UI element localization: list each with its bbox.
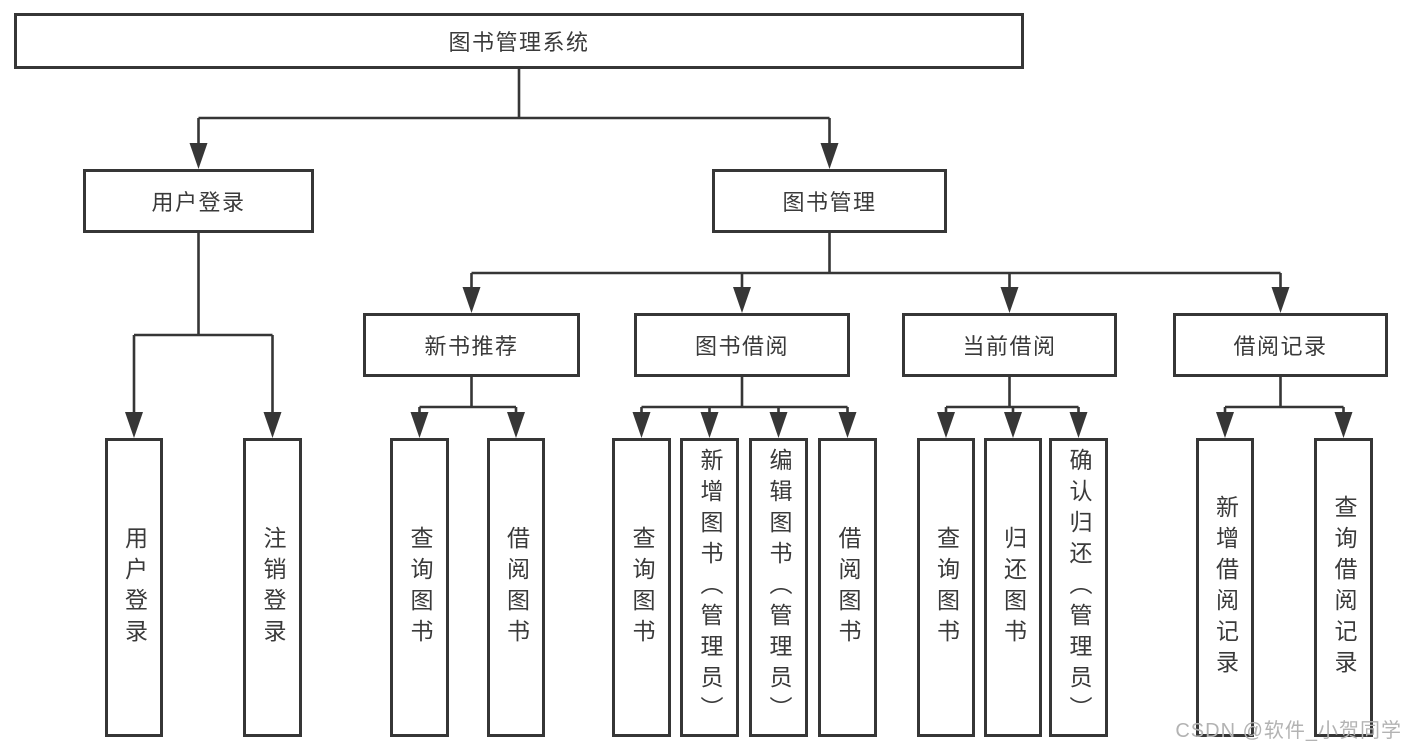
leaf-records-add-borrow-record-label: 新增借阅记录 — [1212, 494, 1239, 681]
leaf-borrowing-edit-books-admin-label: 编辑图书（管理员） — [766, 448, 792, 727]
leaf-records-add-borrow-record: 新增借阅记录 — [1196, 438, 1254, 737]
leaf-borrowing-query-books-label: 查询图书 — [629, 525, 655, 650]
node-book-borrowing-label: 图书借阅 — [694, 334, 789, 359]
node-borrowing-records-label: 借阅记录 — [1233, 334, 1328, 359]
node-library-management-system: 图书管理系统 — [14, 13, 1024, 69]
leaf-recommend-query-books-label: 查询图书 — [407, 525, 433, 650]
leaf-borrowing-borrow-books: 借阅图书 — [818, 438, 877, 737]
leaf-recommend-query-books: 查询图书 — [390, 438, 449, 737]
node-book-management: 图书管理 — [712, 169, 947, 233]
leaf-borrowing-query-books: 查询图书 — [612, 438, 671, 737]
leaf-current-return-books-label: 归还图书 — [1000, 525, 1027, 650]
leaf-logout: 注销登录 — [243, 438, 302, 737]
node-new-book-recommendation-label: 新书推荐 — [424, 334, 519, 359]
leaf-borrowing-add-books-admin-label: 新增图书（管理员） — [697, 448, 723, 727]
node-borrowing-records: 借阅记录 — [1173, 313, 1388, 377]
leaf-borrowing-edit-books-admin: 编辑图书（管理员） — [749, 438, 808, 737]
leaf-user-login: 用户登录 — [105, 438, 163, 737]
node-library-management-system-label: 图书管理系统 — [448, 30, 590, 55]
node-user-login: 用户登录 — [83, 169, 314, 233]
node-current-borrowing: 当前借阅 — [902, 313, 1117, 377]
node-user-login-label: 用户登录 — [151, 190, 246, 215]
leaf-current-return-books: 归还图书 — [984, 438, 1042, 737]
arrowhead-icons — [125, 143, 1353, 438]
leaf-current-confirm-return-admin: 确认归还（管理员） — [1049, 438, 1108, 737]
leaf-records-query-borrow-record-label: 查询借阅记录 — [1331, 494, 1357, 681]
leaf-logout-label: 注销登录 — [260, 525, 286, 650]
leaf-recommend-borrow-books: 借阅图书 — [487, 438, 545, 737]
leaf-records-query-borrow-record: 查询借阅记录 — [1314, 438, 1373, 737]
node-current-borrowing-label: 当前借阅 — [962, 334, 1057, 359]
leaf-current-query-books: 查询图书 — [917, 438, 975, 737]
csdn-watermark: CSDN @软件_小贺同学 — [1175, 720, 1402, 742]
leaf-user-login-label: 用户登录 — [121, 525, 148, 650]
node-new-book-recommendation: 新书推荐 — [363, 313, 580, 377]
leaf-recommend-borrow-books-label: 借阅图书 — [503, 525, 530, 650]
leaf-current-query-books-label: 查询图书 — [933, 525, 960, 650]
node-book-management-label: 图书管理 — [782, 190, 877, 215]
node-book-borrowing: 图书借阅 — [634, 313, 850, 377]
leaf-current-confirm-return-admin-label: 确认归还（管理员） — [1066, 448, 1092, 727]
leaf-borrowing-add-books-admin: 新增图书（管理员） — [680, 438, 739, 737]
leaf-borrowing-borrow-books-label: 借阅图书 — [835, 525, 861, 650]
